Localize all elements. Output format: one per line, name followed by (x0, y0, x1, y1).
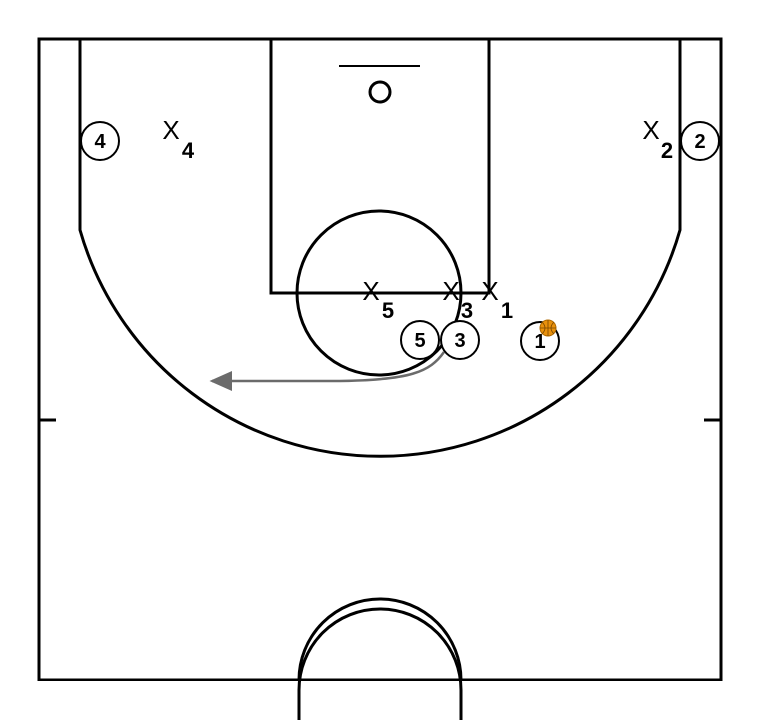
defender-mark: X (162, 115, 179, 145)
defender-label: 1 (501, 298, 513, 323)
defender-mark: X (642, 115, 659, 145)
defender-label: 2 (661, 138, 673, 163)
offense-player-label: 2 (694, 131, 705, 153)
defender-2[interactable]: X 2 (642, 115, 673, 163)
court-boundary (37, 37, 723, 682)
center-circle (297, 597, 463, 720)
offense-player-2[interactable]: 2 (680, 121, 720, 161)
free-throw-circle (295, 209, 463, 377)
center-circle-arc (297, 607, 463, 720)
cut-arrow (209, 351, 446, 391)
offense-player-label: 1 (534, 331, 545, 353)
three-point-line (78, 39, 682, 458)
defender-5[interactable]: X 5 (362, 276, 394, 323)
lane (269, 37, 491, 295)
hoop-icon (368, 80, 392, 104)
defender-label: 3 (461, 298, 473, 323)
defender-mark: X (362, 276, 379, 306)
offense-player-label: 5 (414, 330, 425, 352)
defender-mark: X (442, 276, 459, 306)
offense-player-3[interactable]: 3 (440, 320, 480, 360)
offense-player-label: 4 (94, 131, 106, 153)
defender-label: 4 (182, 138, 195, 163)
defender-mark: X (481, 276, 498, 306)
offense-player-5[interactable]: 5 (400, 320, 440, 360)
offense-player-label: 3 (454, 330, 465, 352)
offense-player-4[interactable]: 4 (80, 121, 120, 161)
basketball-icon (539, 319, 557, 337)
defender-4[interactable]: X 4 (162, 115, 195, 163)
defender-3[interactable]: X 3 (442, 276, 473, 323)
defender-1[interactable]: X 1 (481, 276, 513, 323)
defender-label: 5 (382, 298, 394, 323)
